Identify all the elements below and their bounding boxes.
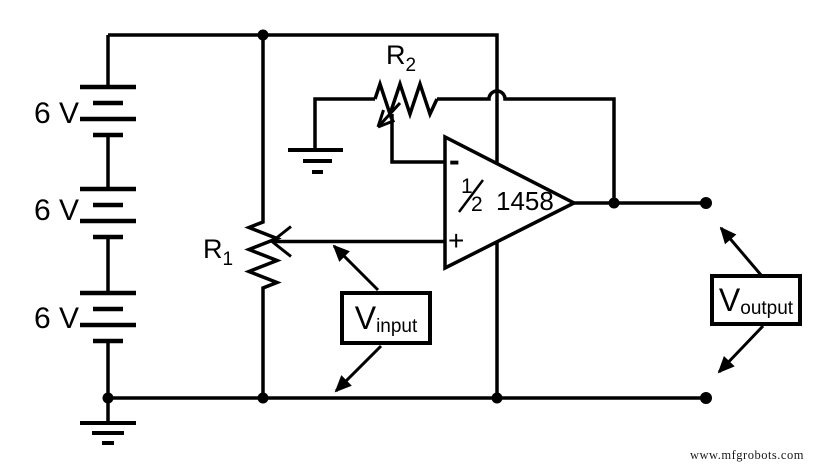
vinput-arrow-top — [332, 244, 380, 292]
opamp-part-number: 1458 — [496, 186, 554, 216]
opamp-noninverting-label: + — [448, 225, 465, 256]
top-rail-wire — [108, 33, 499, 164]
vinput-label-sub: input — [376, 315, 418, 337]
voutput-label-main: V — [718, 282, 741, 318]
opamp-triangle — [443, 134, 578, 271]
voutput-arrow-bottom — [717, 324, 765, 374]
opamp-half-numerator: 1 — [461, 175, 473, 198]
junction-dot-top-rail — [257, 29, 269, 41]
r2-wiper-shaft — [376, 101, 402, 129]
r1-label: R1 — [203, 234, 233, 270]
r2-label: R2 — [386, 40, 416, 76]
watermark-text: www.mfgrobots.com — [690, 448, 804, 462]
output-terminal-top — [700, 197, 712, 209]
r2-label-sub: 2 — [405, 55, 417, 76]
ground-r2-icon — [288, 148, 343, 174]
r2-label-main: R — [386, 40, 406, 70]
r1-label-main: R — [203, 234, 223, 264]
battery1-label: 6 V — [34, 97, 80, 130]
battery3-label: 6 V — [34, 302, 80, 335]
vinput-arrow-bottom — [334, 344, 383, 393]
opamp-inverting-label: - — [449, 142, 460, 178]
r2-potentiometer-body — [373, 78, 439, 120]
r1-potentiometer-body — [244, 35, 282, 398]
r1-wiper-arrowhead — [271, 225, 292, 258]
feedback-wire — [437, 89, 616, 203]
voutput-arrow-top — [719, 226, 763, 276]
inverting-input-wire — [390, 114, 445, 164]
junction-dot-r1-bottom — [257, 392, 269, 404]
vinput-label-main: V — [354, 300, 377, 336]
r1-label-sub: 1 — [222, 249, 234, 270]
r2-ground-wire — [313, 97, 375, 150]
junction-dot-battery-ground — [102, 392, 114, 404]
battery-short-plates — [93, 100, 123, 344]
opamp-half-slash — [458, 179, 484, 213]
ground-left-icon — [80, 421, 136, 445]
junction-dot-vminus — [491, 392, 503, 404]
voutput-label-sub: output — [740, 297, 794, 319]
junction-dot-output — [608, 197, 620, 209]
battery2-label: 6 V — [34, 194, 80, 227]
opamp-half-denominator: 2 — [471, 193, 483, 216]
output-terminal-bottom — [700, 392, 712, 404]
battery-long-plates — [80, 84, 136, 328]
